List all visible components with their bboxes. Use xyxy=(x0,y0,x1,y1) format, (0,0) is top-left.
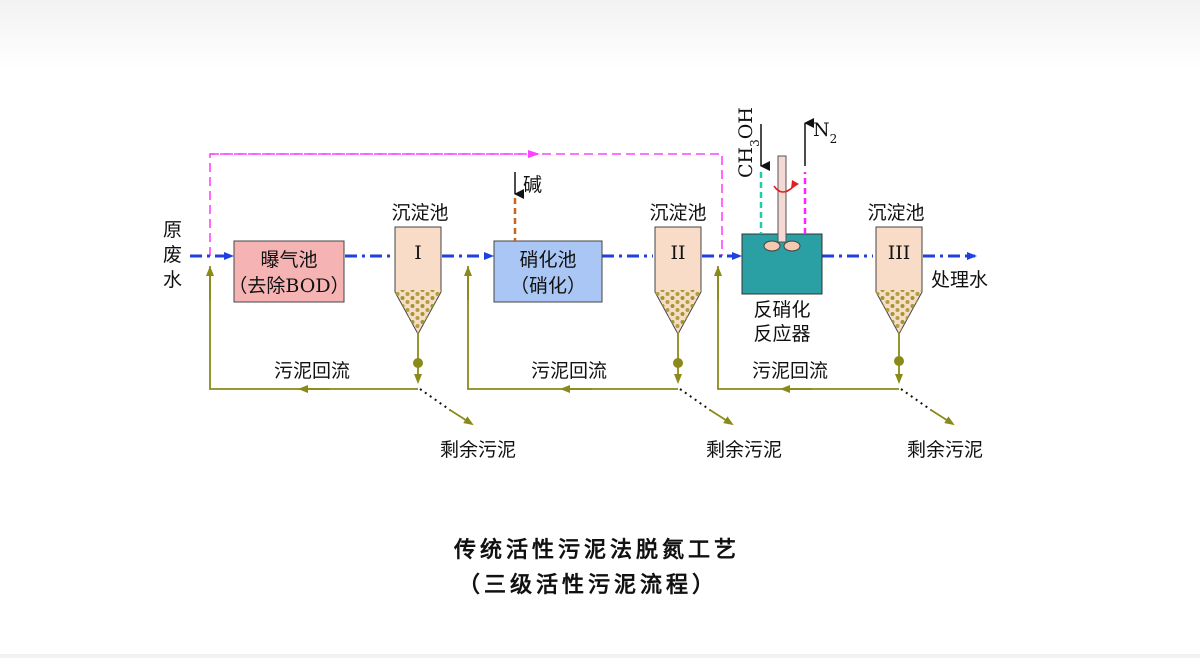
denitrification-reactor: 反硝化 反应器 xyxy=(741,155,823,345)
raw-water-char-2: 废 xyxy=(163,244,182,266)
aeration-tank: 曝气池 （去除BOD） xyxy=(228,240,350,303)
sludge-return-label-1: 污泥回流 xyxy=(274,360,350,382)
treated-water-label: 处理水 xyxy=(931,269,988,291)
raw-water-label: 原 废 水 xyxy=(163,219,182,291)
diagram-title: 传统活性污泥法脱氮工艺 xyxy=(453,537,740,563)
clarifier-2: II 沉淀池 xyxy=(649,202,707,336)
raw-water-char-3: 水 xyxy=(163,269,182,291)
methanol-label: CH3OH xyxy=(735,107,762,178)
clarifier-1-numeral: I xyxy=(414,242,422,264)
clarifier-3: III 沉淀池 xyxy=(867,202,925,336)
bypass-line xyxy=(209,150,723,256)
agitator-blade-right xyxy=(783,240,801,252)
agitator-blade-left xyxy=(763,240,781,252)
methanol-dosing: CH3OH xyxy=(735,107,770,234)
agitator-shaft xyxy=(777,155,787,243)
reactor-name-line1: 反硝化 xyxy=(753,299,810,321)
nitrogen-offgas: N2 xyxy=(803,118,837,234)
raw-water-char-1: 原 xyxy=(163,219,182,241)
excess-sludge-lines xyxy=(419,388,955,426)
clarifier-1: I 沉淀池 xyxy=(391,202,449,336)
nitrification-tank-name: 硝化池 xyxy=(519,249,576,271)
aeration-tank-purpose: （去除BOD） xyxy=(228,275,349,297)
sludge-return-label-3: 污泥回流 xyxy=(752,360,828,382)
sludge-return-label-2: 污泥回流 xyxy=(531,360,607,382)
clarifier-2-label: 沉淀池 xyxy=(649,202,706,224)
clarifier-2-numeral: II xyxy=(670,242,685,264)
pump-icon-1 xyxy=(413,358,423,368)
alkali-dosing: 碱 xyxy=(513,172,542,241)
pump-icon-2 xyxy=(673,358,683,368)
nitrogen-label: N2 xyxy=(813,119,837,146)
excess-sludge-label-1: 剩余污泥 xyxy=(440,439,516,461)
diagram-subtitle: （三级活性污泥流程） xyxy=(458,572,718,598)
clarifier-3-label: 沉淀池 xyxy=(867,202,924,224)
alkali-label: 碱 xyxy=(523,174,542,196)
sludge-pumps xyxy=(413,356,904,368)
nitrification-tank: 硝化池 （硝化） xyxy=(493,240,603,303)
excess-sludge-label-3: 剩余污泥 xyxy=(907,439,983,461)
excess-sludge-label-2: 剩余污泥 xyxy=(706,439,782,461)
reactor-name-line2: 反应器 xyxy=(753,323,810,345)
aeration-tank-name: 曝气池 xyxy=(260,249,317,271)
clarifier-1-label: 沉淀池 xyxy=(391,202,448,224)
nitrification-tank-purpose: （硝化） xyxy=(510,275,586,297)
pump-icon-3 xyxy=(894,356,904,366)
clarifier-3-numeral: III xyxy=(888,242,911,264)
